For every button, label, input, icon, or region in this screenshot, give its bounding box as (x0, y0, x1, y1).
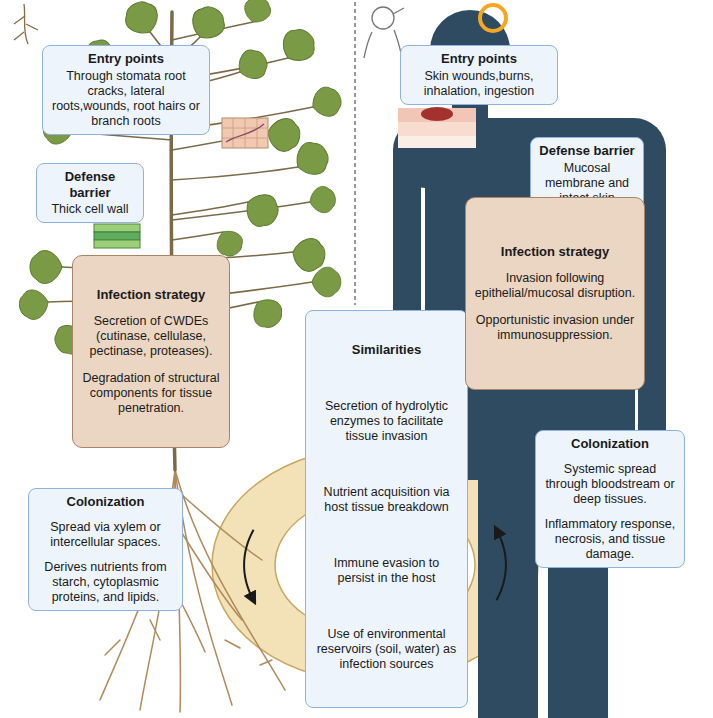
box-text: Thick cell wall (43, 202, 137, 217)
skin-layer (398, 122, 476, 136)
box-heading: Defense barrier (43, 169, 137, 200)
box-heading: Similarities (314, 342, 459, 358)
box-text: Secretion of CWDEs (cutinase, cellulase,… (81, 314, 221, 359)
leaf (308, 185, 338, 215)
box-heading: Colonization (542, 436, 678, 452)
root (182, 495, 262, 560)
box-text: Systemic spread through bloodstream or d… (542, 462, 678, 507)
tissue-inset (222, 118, 268, 148)
skin-layer (398, 136, 476, 148)
box-text: Use of environmental reservoirs (soil, w… (314, 627, 459, 672)
skin-layer (398, 108, 476, 122)
colonization-box: ColonizationSpread via xylem or intercel… (28, 488, 183, 611)
strategy-box: Infection strategyInvasion following epi… (465, 197, 645, 390)
root-hairs (14, 16, 38, 40)
leaf (233, 45, 273, 85)
root (180, 530, 242, 620)
wall-layer (94, 224, 140, 232)
box-heading: Infection strategy (81, 287, 221, 303)
box-text: Degradation of structural components for… (81, 371, 221, 416)
wall-layer (94, 232, 140, 240)
leaf (30, 251, 62, 284)
skin-wound-icon (398, 107, 476, 148)
strategy-box: Infection strategySecretion of CWDEs (cu… (72, 255, 230, 448)
leaf (290, 137, 334, 182)
box-text: Through stomata root cracks, lateral roo… (49, 69, 203, 129)
box-text: Spread via xylem or intercellular spaces… (35, 520, 176, 550)
stem (48, 12, 313, 470)
defense-box: Defense barrierThick cell wall (36, 163, 144, 223)
leaf (240, 188, 284, 233)
box-text: Immune evasion to persist in the host (314, 556, 459, 586)
box-text: Inflammatory response, necrosis, and tis… (542, 517, 678, 562)
root (175, 470, 285, 690)
entry-box: Entry pointsThrough stomata root cracks,… (42, 45, 210, 135)
hypha (226, 124, 264, 142)
tissue-cells (222, 118, 268, 148)
leg (478, 440, 538, 718)
colonization-box: ColonizationSystemic spread through bloo… (535, 430, 685, 568)
box-heading: Colonization (35, 494, 176, 510)
leaf (290, 236, 327, 274)
box-text: Nutrient acquisition via host tissue bre… (314, 485, 459, 515)
box-text: Opportunistic invasion under immunosuppr… (474, 313, 636, 343)
box-heading: Defense barrier (537, 143, 637, 159)
wound (421, 107, 453, 121)
box-text: Invasion following epithelial/mucosal di… (474, 271, 636, 301)
leaf (308, 83, 345, 121)
box-text: Skin wounds,burns, inhalation, ingestion (407, 69, 551, 99)
cycle-arrow (244, 530, 253, 600)
leaf (241, 0, 275, 27)
root-hairs (105, 620, 272, 665)
leaf (275, 23, 321, 69)
cycle-arrow (496, 530, 505, 600)
icon-body (364, 8, 404, 58)
inhalation-icon (364, 7, 404, 58)
leaf (186, 1, 231, 45)
cell-wall-icon (94, 224, 140, 248)
box-heading: Entry points (407, 51, 551, 67)
wall-layer (94, 240, 140, 248)
root-inset (14, 4, 38, 44)
tissue-block (222, 118, 268, 148)
box-text: Secretion of hydrolytic enzymes to facil… (314, 399, 459, 444)
leaf (247, 292, 288, 333)
leaf (17, 287, 51, 321)
root (180, 600, 205, 652)
burn-icon (480, 5, 506, 31)
icon-head (372, 7, 394, 29)
leaf (312, 267, 341, 297)
divider-line (354, 2, 355, 305)
leaf (120, 0, 165, 40)
box-heading: Infection strategy (474, 244, 636, 260)
entry-box: Entry pointsSkin wounds,burns, inhalatio… (400, 45, 558, 105)
leaf (265, 116, 302, 154)
similarities-box: SimilaritiesSecretion of hydrolytic enzy… (305, 310, 468, 708)
box-heading: Entry points (49, 51, 203, 67)
box-text: Derives nutrients from starch, cytoplasm… (35, 560, 176, 605)
